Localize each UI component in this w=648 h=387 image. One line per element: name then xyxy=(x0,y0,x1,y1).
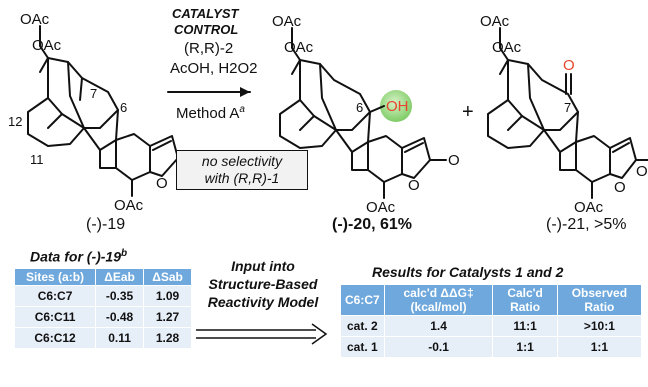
position-label-11: 11 xyxy=(30,152,44,167)
table-cell: 1.27 xyxy=(143,306,192,328)
table-cell: 1.28 xyxy=(143,327,192,349)
table-cell: 0.11 xyxy=(95,327,145,349)
oac-label: OAc xyxy=(272,13,302,30)
results-table-title: Results for Catalysts 1 and 2 xyxy=(372,264,564,280)
table-cell: >10:1 xyxy=(556,315,643,337)
oac-label: OAc xyxy=(32,37,62,54)
column-header: Sites (a:b) xyxy=(13,268,97,286)
oac-label: OAc xyxy=(366,199,396,216)
oac-label: OAc xyxy=(480,13,510,30)
table-cell: 1:1 xyxy=(556,336,643,358)
ring-oxygen-label: O xyxy=(614,179,626,196)
compound-label-21: (-)-21, >5% xyxy=(546,216,627,233)
position-label-7: 7 xyxy=(564,100,571,115)
table-cell: cat. 1 xyxy=(340,336,385,358)
results-table: C6:C7 calc'd ΔΔG‡ (kcal/mol) Calc'd Rati… xyxy=(340,284,643,358)
carbonyl-oxygen-label: O xyxy=(636,163,648,180)
table-row: C6:C11 -0.48 1.27 xyxy=(13,306,192,328)
position-label-6: 6 xyxy=(120,100,127,115)
ring-oxygen-label: O xyxy=(408,177,420,194)
ring-oxygen-label: O xyxy=(156,175,168,192)
table-cell: C6:C12 xyxy=(13,327,97,349)
structure-compound-20 xyxy=(279,27,447,199)
data-table-title: Data for (-)-19b xyxy=(30,248,127,265)
column-header: Observed Ratio xyxy=(556,284,643,316)
hydroxyl-label: OH xyxy=(386,98,409,115)
table-row: C6:C12 0.11 1.28 xyxy=(13,327,192,349)
header-catalyst: CATALYST xyxy=(172,6,239,21)
table-cell: 11:1 xyxy=(492,315,558,337)
table-row: cat. 2 1.4 11:1 >10:1 xyxy=(340,315,643,337)
column-header: Calc'd Ratio xyxy=(492,284,558,316)
table-cell: -0.1 xyxy=(383,336,494,358)
position-label-6: 6 xyxy=(356,100,363,115)
reagent-oxidant: AcOH, H2O2 xyxy=(170,60,258,77)
table-cell: 1:1 xyxy=(492,336,558,358)
table-cell: C6:C11 xyxy=(13,306,97,328)
table-row: C6:C7 -0.35 1.09 xyxy=(13,285,192,307)
oac-label: OAc xyxy=(574,199,604,216)
structure-compound-21 xyxy=(487,27,648,199)
no-selectivity-line2: with (R,R)-1 xyxy=(204,170,280,186)
compound-label-19: (-)-19 xyxy=(86,216,126,233)
oac-label: OAc xyxy=(20,11,50,28)
compound-label-20: (-)-20, 61% xyxy=(332,216,413,233)
oac-label: OAc xyxy=(114,197,144,214)
table-header-row: C6:C7 calc'd ΔΔG‡ (kcal/mol) Calc'd Rati… xyxy=(340,284,643,316)
data-table-title-text: Data for (-)-19 xyxy=(30,248,122,265)
table-header-row: Sites (a:b) ΔEab ΔSab xyxy=(13,268,192,286)
model-line2: Structure-Based xyxy=(208,276,318,292)
position-label-12: 12 xyxy=(8,114,22,129)
reagent-catalyst: (R,R)-2 xyxy=(184,40,234,57)
model-line3: Reactivity Model xyxy=(207,294,319,310)
reagent-method: Method Aa xyxy=(176,104,245,122)
no-selectivity-box: no selectivity with (R,R)-1 xyxy=(176,150,308,190)
oac-label: OAc xyxy=(492,39,522,56)
table-cell: cat. 2 xyxy=(340,315,385,337)
column-header: ΔEab xyxy=(95,268,145,286)
model-line1: Input into xyxy=(231,258,295,274)
model-arrow xyxy=(196,323,328,345)
oac-label: OAc xyxy=(284,39,314,56)
ketone-oxygen-label: O xyxy=(563,57,575,74)
plus-sign: + xyxy=(462,101,474,123)
column-header: ΔSab xyxy=(143,268,192,286)
table-cell: -0.35 xyxy=(95,285,145,307)
method-text: Method A xyxy=(176,105,240,122)
position-label-7: 7 xyxy=(90,86,97,101)
data-table: Sites (a:b) ΔEab ΔSab C6:C7 -0.35 1.09 C… xyxy=(13,268,192,349)
table-cell: 1.09 xyxy=(143,285,192,307)
hydroxyl-highlight xyxy=(380,90,412,122)
carbonyl-oxygen-label: O xyxy=(448,152,460,169)
table-cell: C6:C7 xyxy=(13,285,97,307)
column-header: C6:C7 xyxy=(340,284,385,316)
data-table-footnote: b xyxy=(121,248,128,259)
table-row: cat. 1 -0.1 1:1 1:1 xyxy=(340,336,643,358)
header-control: CONTROL xyxy=(174,22,239,37)
table-cell: -0.48 xyxy=(95,306,145,328)
arrow-head xyxy=(240,87,250,97)
table-cell: 1.4 xyxy=(383,315,494,337)
column-header: calc'd ΔΔG‡ (kcal/mol) xyxy=(383,284,494,316)
no-selectivity-line1: no selectivity xyxy=(201,153,283,169)
method-footnote: a xyxy=(239,104,245,115)
